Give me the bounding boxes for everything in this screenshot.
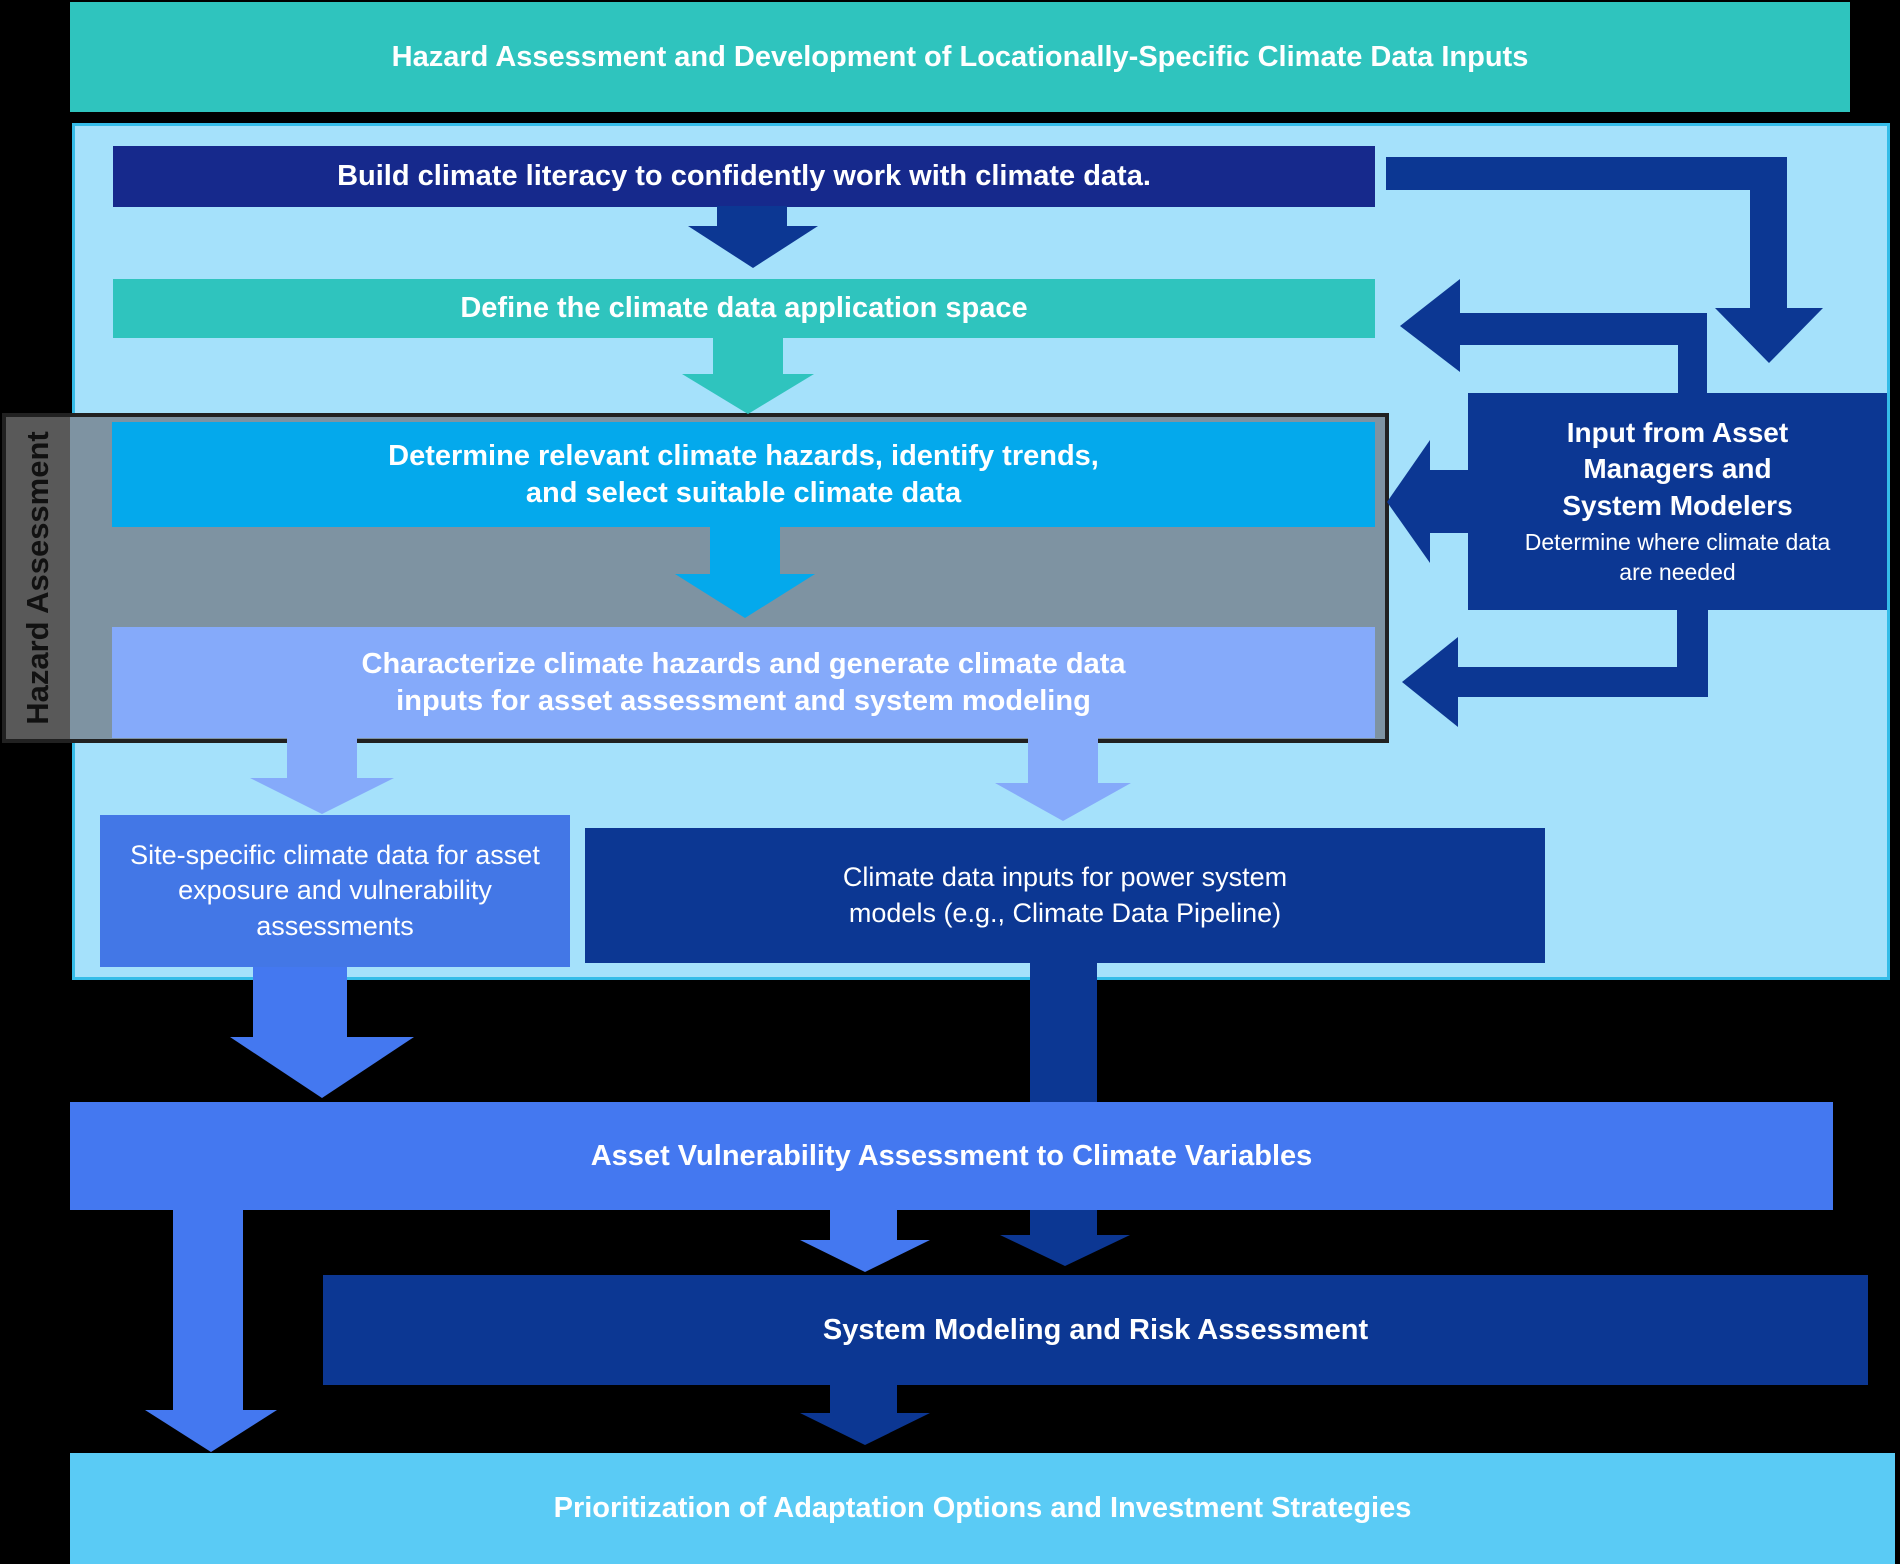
arrow-head — [1000, 1235, 1130, 1266]
prioritization-bar: Prioritization of Adaptation Options and… — [70, 1453, 1895, 1564]
build-step-label: Build climate literacy to confidently wo… — [337, 160, 1151, 192]
climate-data-inputs-box: Climate data inputs for power system mod… — [585, 828, 1545, 963]
arrow-shaft — [830, 1210, 897, 1240]
arrow-head — [682, 374, 814, 414]
arrow-head — [675, 574, 815, 618]
arrow-head — [1715, 308, 1823, 363]
arrow-head — [230, 1037, 414, 1098]
asset-vulnerability-bar: Asset Vulnerability Assessment to Climat… — [70, 1102, 1833, 1210]
arrow-head — [1387, 440, 1430, 563]
define-step-label: Define the climate data application spac… — [460, 292, 1028, 324]
arrow-shaft — [1750, 190, 1787, 308]
banner: Hazard Assessment and Development of Loc… — [70, 2, 1850, 112]
arrow-shaft — [717, 206, 787, 226]
system-modeling-bar: System Modeling and Risk Assessment — [323, 1275, 1868, 1385]
arrow-shaft — [1030, 1210, 1097, 1235]
arrow-shaft — [1430, 470, 1470, 533]
arrow-head — [800, 1240, 930, 1272]
site-specific-label: Site-specific climate data for asset exp… — [130, 840, 540, 941]
input-from-managers-box: Input from Asset Managers and System Mod… — [1468, 393, 1887, 610]
arrow-head — [800, 1413, 930, 1445]
arrow-shaft — [253, 967, 347, 1037]
arrow-head — [250, 778, 394, 814]
asset-vulnerability-label: Asset Vulnerability Assessment to Climat… — [590, 1139, 1313, 1172]
arrow-head — [995, 783, 1131, 821]
define-step-box: Define the climate data application spac… — [113, 279, 1375, 338]
arrow-head — [145, 1410, 277, 1452]
arrow-shaft — [713, 338, 783, 374]
arrow-shaft — [710, 527, 780, 574]
input-box-subtitle: Determine where climate data are needed — [1524, 529, 1831, 586]
arrow-shaft — [173, 1210, 243, 1410]
arrow-shaft — [830, 1385, 897, 1413]
climate-data-inputs-label: Climate data inputs for power system mod… — [842, 862, 1288, 928]
build-step-box: Build climate literacy to confidently wo… — [113, 146, 1375, 207]
arrow-riser — [1678, 345, 1707, 393]
arrow-head — [1402, 637, 1458, 727]
arrow-shaft — [1460, 313, 1707, 345]
arrow-shaft — [1028, 738, 1098, 783]
characterize-step-box: Characterize climate hazards and generat… — [112, 627, 1375, 738]
input-box-title: Input from Asset Managers and System Mod… — [1562, 417, 1793, 521]
arrow-arm — [1386, 157, 1787, 190]
arrow-head — [688, 226, 818, 268]
arrow-head — [1400, 279, 1460, 372]
banner-title: Hazard Assessment and Development of Loc… — [391, 40, 1529, 73]
arrow-riser — [1677, 610, 1708, 667]
arrow-shaft — [1458, 667, 1708, 697]
connector-climate-to-asset-vulnerability — [1030, 963, 1097, 1102]
hazard-assessment-side-label: Hazard Assessment — [6, 417, 70, 739]
side-label-text: Hazard Assessment — [20, 431, 55, 725]
characterize-step-label: Characterize climate hazards and generat… — [361, 648, 1126, 717]
determine-step-box: Determine relevant climate hazards, iden… — [112, 422, 1375, 527]
system-modeling-label: System Modeling and Risk Assessment — [822, 1313, 1369, 1346]
determine-step-label: Determine relevant climate hazards, iden… — [388, 440, 1099, 509]
prioritization-label: Prioritization of Adaptation Options and… — [553, 1492, 1412, 1524]
arrow-shaft — [287, 738, 357, 778]
site-specific-data-box: Site-specific climate data for asset exp… — [100, 815, 570, 967]
